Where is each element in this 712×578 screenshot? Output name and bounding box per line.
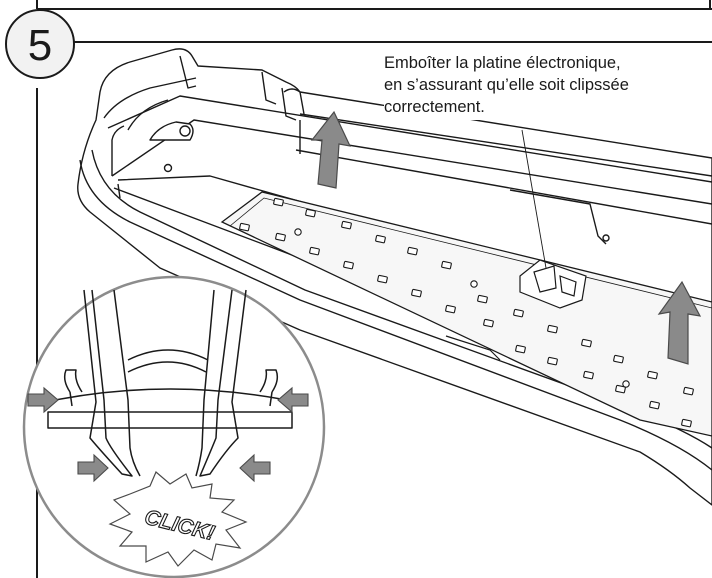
right-arrow-icon — [27, 386, 59, 414]
step-number-badge: 5 — [5, 9, 75, 79]
up-arrow-icon — [310, 110, 352, 189]
instruction-line-1: Emboîter la platine électronique, — [384, 54, 621, 72]
left-arrow-icon — [277, 386, 309, 414]
up-arrow-icon — [657, 280, 702, 365]
electronic-board — [220, 191, 712, 437]
step-number: 5 — [28, 21, 52, 70]
magnified-detail: CLICK! — [22, 275, 326, 578]
instruction-line-3: correctement. — [384, 98, 485, 116]
click-burst-icon: CLICK! — [108, 471, 248, 567]
instruction-text: Emboîter la platine électronique, en s’a… — [384, 52, 710, 120]
left-arrow-icon — [239, 453, 271, 483]
right-arrow-icon — [77, 453, 109, 483]
board-clip — [519, 259, 587, 309]
step-frame — [36, 41, 712, 578]
instruction-line-2: en s’assurant qu’elle soit clipssée — [384, 76, 629, 94]
previous-step-frame — [36, 0, 712, 10]
led-pads — [239, 197, 694, 428]
leader-line — [521, 129, 547, 269]
